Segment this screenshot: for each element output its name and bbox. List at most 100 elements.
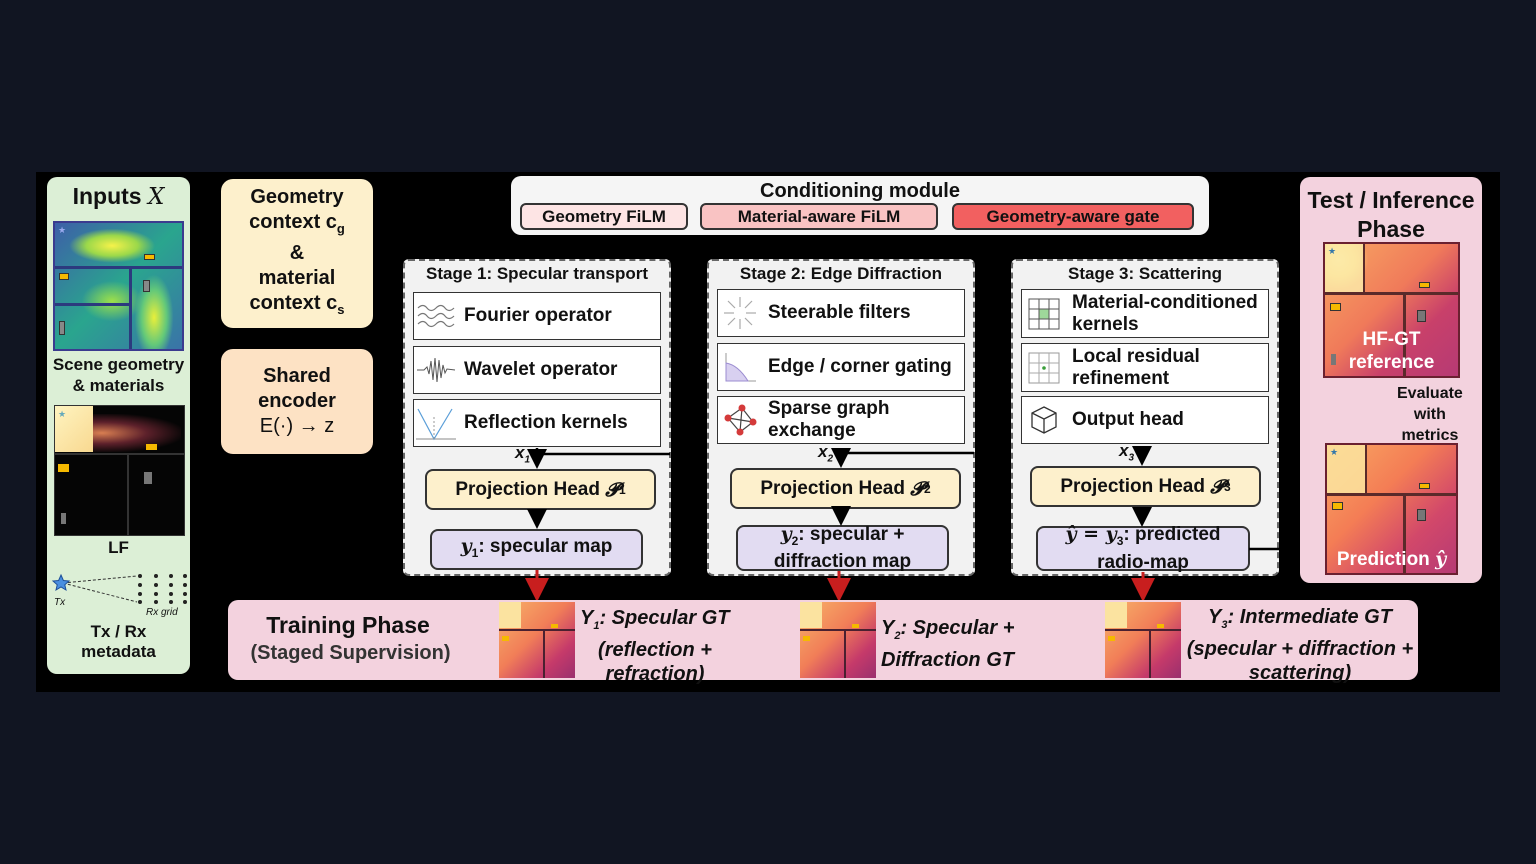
projection-head-2-text: Projection Head (760, 477, 905, 499)
chip-material-film: Material-aware FiLM (700, 203, 938, 230)
geometry-context-line1: Geometry (250, 186, 344, 208)
reference-label: reference (1348, 352, 1435, 373)
stage-3-op-material: Material-conditioned kernels (1021, 289, 1269, 338)
stage-1-op-fourier-label: Fourier operator (464, 305, 612, 326)
gt-1-line2: (reflection + (598, 639, 712, 661)
stage-3-op-residual: Local residual refinement (1021, 343, 1269, 392)
stage-1-op-wavelet-label: Wavelet operator (464, 359, 618, 380)
geometry-context-line5: context c (249, 292, 338, 314)
reflection-icon (414, 403, 458, 443)
stage-2-op-graph-label: Sparse graph exchange (768, 398, 890, 441)
evaluate-line2: with (1413, 406, 1446, 423)
projection-head-2-symbol: 𝓟 (910, 477, 924, 500)
stage-2-output: y2: specular + diffraction map (736, 522, 949, 573)
gt-1-sub: 1 (593, 620, 600, 632)
gt-2-sub: 2 (894, 630, 901, 642)
stage-1-title: Stage 1: Specular transport (425, 264, 648, 283)
gt-1-symbol: Y (580, 607, 594, 629)
tx-label: Tx (54, 597, 66, 608)
stage-2-op-steerable-label: Steerable filters (768, 302, 911, 323)
x2-label-sub: 2 (827, 453, 834, 465)
training-subtitle: (Staged Supervision) (250, 642, 451, 664)
stage-2-output-sub: 2 (791, 533, 799, 548)
gt-3-line3: scattering) (1248, 662, 1352, 684)
stage-3-output-symbol: ŷ = y (1065, 523, 1117, 546)
projection-head-2-sub: 2 (923, 481, 931, 496)
training-title: Training Phase (266, 612, 430, 638)
gt-3-line1: : Intermediate GT (1227, 606, 1392, 628)
stage-1-op-wavelet: Wavelet operator (413, 346, 661, 394)
training-phase-panel: Training Phase (Staged Supervision) Y1: … (228, 600, 1418, 685)
gt-2-symbol: Y (881, 617, 895, 639)
x2-label: x2 (818, 442, 833, 464)
projection-head-3-sub: 3 (1223, 479, 1231, 494)
scene-geometry-map: ★ (53, 221, 184, 351)
hf-gt-reference-map: ★ HF-GT reference (1323, 242, 1460, 378)
stage-1-op-reflection-label: Reflection kernels (464, 412, 628, 433)
geometry-context-line3: & (289, 242, 305, 264)
prediction-symbol: ŷ (1435, 548, 1447, 570)
stage-3-op-residual-label: Local residual refinement (1072, 345, 1200, 389)
projection-head-3-symbol: 𝓟 (1210, 475, 1224, 498)
grid-icon (1022, 294, 1066, 334)
stage-2-op-edge: Edge / corner gating (717, 343, 965, 391)
stage-2-output-symbol: y (780, 522, 792, 545)
shared-encoder-line1: Shared (263, 365, 331, 387)
hf-gt-label: HF-GT (1362, 329, 1421, 350)
stage-1-output-sub: 1 (471, 545, 479, 560)
lf-caption: LF (108, 538, 129, 557)
inputs-title-text: Inputs (72, 183, 142, 209)
scene-caption-line2: & materials (72, 376, 165, 395)
x3-label: x3 (1119, 441, 1134, 463)
projection-head-3-text: Projection Head (1060, 475, 1205, 497)
geometry-context-line4: material (258, 267, 336, 289)
graph-icon (718, 400, 762, 440)
stage-3-output-line2: radio-map (1097, 551, 1189, 573)
gt-3-sub: 3 (1221, 619, 1228, 631)
scene-caption: Scene geometry & materials (47, 354, 190, 396)
gt-3-line2: (specular + diffraction + (1186, 638, 1414, 660)
txrx-caption-line2: metadata (81, 642, 156, 661)
x3-label-letter: x (1119, 441, 1129, 460)
shared-encoder-line2: encoder (258, 390, 336, 412)
inputs-title: Inputs X (47, 183, 190, 210)
gt-label-2: Y2: Specular + Diffraction GT (881, 616, 1026, 672)
stage-3-op-output-head: Output head (1021, 396, 1269, 444)
gt-label-3: Y3: Intermediate GT (specular + diffract… (1180, 605, 1420, 685)
x2-label-letter: x (818, 442, 828, 461)
x1-label-letter: x (515, 443, 525, 462)
test-title-line2: Phase (1357, 216, 1425, 242)
starburst-icon (718, 293, 762, 333)
gt-3-symbol: Y (1208, 606, 1222, 628)
inputs-panel: Inputs X ★ Scene geometry & materials ★ … (47, 177, 190, 674)
stage-2-title: Stage 2: Edge Diffraction (739, 264, 943, 283)
chip-geometry-film: Geometry FiLM (520, 203, 688, 230)
test-inference-panel: Test / Inference Phase ★ HF-GT reference… (1300, 177, 1482, 583)
wavelet-icon (414, 350, 458, 390)
gt-map-2 (800, 602, 876, 678)
small-grid-icon (1022, 348, 1066, 388)
tx-rx-diagram (51, 573, 187, 604)
evaluate-label: Evaluate with metrics (1397, 383, 1463, 446)
tx-star-icon: ★ (58, 225, 67, 235)
stage-3-output-line1: : predicted (1123, 524, 1221, 546)
chip-geometry-gate: Geometry-aware gate (952, 203, 1194, 230)
stage-2-output-line1: : specular + (798, 523, 905, 545)
stage-1-output: y1: specular map (430, 529, 643, 570)
gt-2-line1: : Specular + (900, 617, 1015, 639)
evaluate-line3: metrics (1401, 427, 1459, 444)
stage-2-output-line2: diffraction map (773, 551, 912, 573)
stage-3-box: Stage 3: Scattering Material-conditioned… (1011, 259, 1279, 576)
gt-label-1: Y1: Specular GT (reflection + refraction… (580, 606, 730, 686)
scene-caption-line1: Scene geometry (52, 355, 185, 374)
gt-map-3 (1105, 602, 1181, 678)
stage-2-op-edge-label: Edge / corner gating (768, 356, 952, 377)
stage-2-op-graph: Sparse graph exchange (717, 396, 965, 444)
txrx-caption-line1: Tx / Rx (90, 622, 147, 641)
prediction-label: Prediction ŷ (1327, 548, 1456, 571)
x3-label-sub: 3 (1128, 452, 1135, 464)
